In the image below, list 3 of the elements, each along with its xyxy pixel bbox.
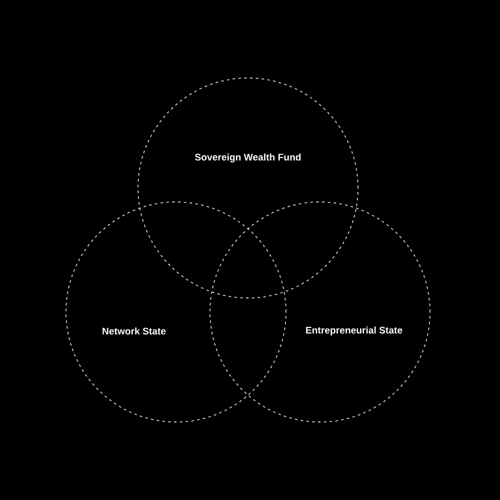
set-label: Network State <box>102 327 166 335</box>
set-label: Entrepreneurial State <box>306 326 402 336</box>
set-label: Sovereign Wealth Fund <box>195 154 301 162</box>
